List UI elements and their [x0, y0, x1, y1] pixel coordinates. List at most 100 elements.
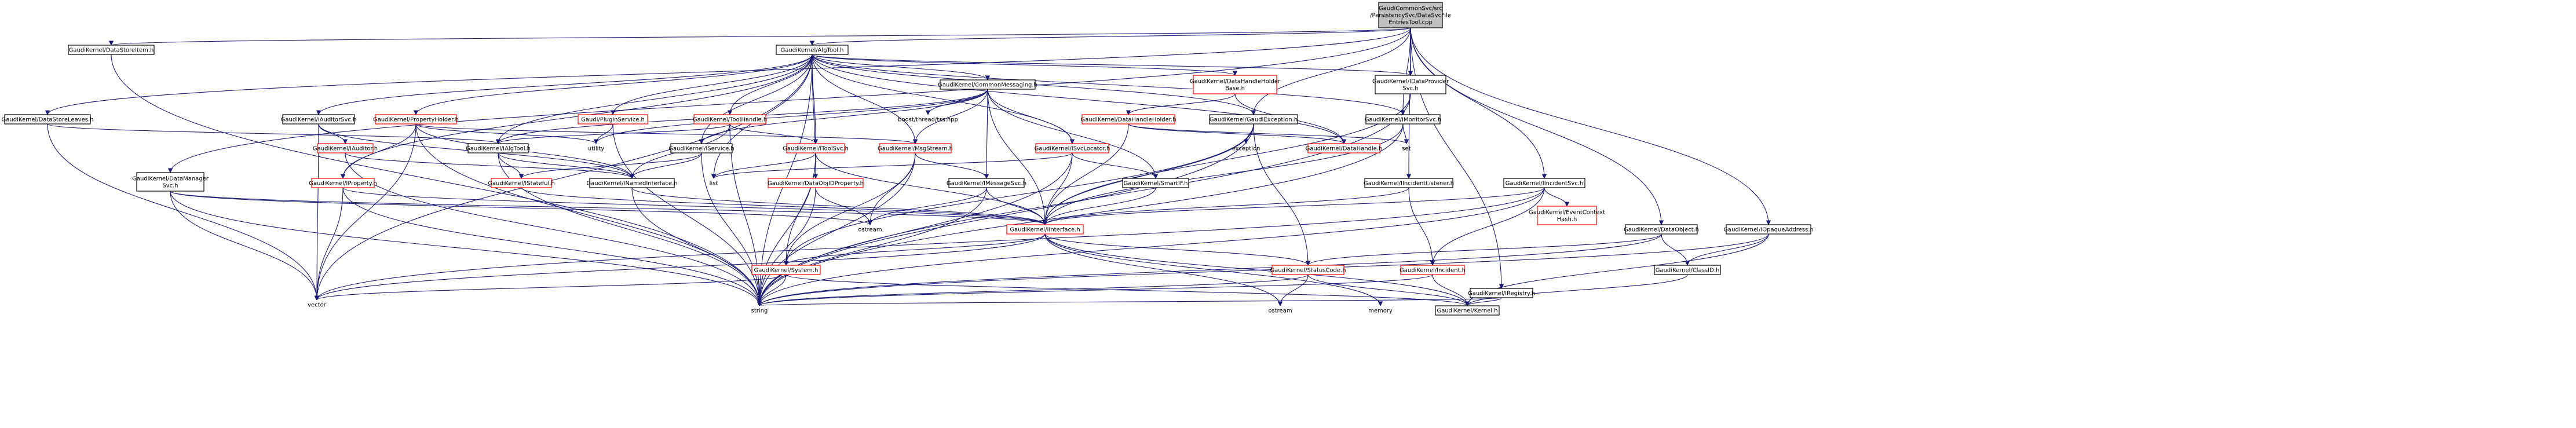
node-box	[940, 79, 1036, 90]
edge-isvclocator-to-list	[714, 152, 1073, 179]
edge-commonmessaging-to-imsgstream	[915, 89, 988, 144]
node-box	[670, 143, 733, 153]
node-iinterface[interactable]: GaudiKernel/IInterface.h	[1006, 224, 1084, 235]
node-smartif[interactable]: GaudiKernel/SmartIF.h	[1122, 178, 1189, 188]
node-imsgstream[interactable]: GaudiKernel/MsgStream.h	[878, 143, 953, 153]
node-datobject[interactable]: GaudiKernel/DataObject.h	[1624, 224, 1699, 235]
edge-datastoreleaves-to-vector	[47, 123, 317, 300]
node-classid[interactable]: GaudiKernel/ClassID.h	[1654, 265, 1721, 275]
edge-classid-to-kernel	[1467, 274, 1688, 306]
node-label: Base.h	[1225, 86, 1245, 92]
node-iauditor[interactable]: GaudiKernel/IAuditor.h	[313, 143, 378, 153]
node-registry[interactable]: GaudiKernel/IRegistry.h	[1468, 288, 1535, 298]
node-label: GaudiKernel/IMonitorSvc.h	[1365, 117, 1441, 123]
node-idataobjproperty[interactable]: GaudiKernel/DataObjIDProperty.h	[768, 178, 864, 188]
node-kernel[interactable]: GaudiKernel/Kernel.h	[1435, 305, 1500, 316]
node-box	[1400, 265, 1465, 275]
node-root[interactable]: GaudiCommonSvc/src/PersistencySvc/DataSv…	[1370, 2, 1451, 28]
edge-iproperty-to-string	[342, 187, 759, 306]
node-label: Gaudi/PluginService.h	[581, 117, 645, 123]
node-box	[4, 114, 91, 125]
edge-root-to-datastoreleaves	[47, 27, 1411, 115]
node-string: string	[751, 308, 768, 314]
node-imessagesvc[interactable]: GaudiKernel/IMessageSvc.h	[947, 178, 1026, 188]
edge-inamedinterface-to-iinterface	[631, 187, 1045, 225]
edge-iservice-to-string	[701, 152, 759, 306]
node-itoolsvc[interactable]: GaudiKernel/IToolSvc.h	[783, 143, 849, 153]
edge-registry-to-string	[759, 297, 1502, 306]
node-datahandleholder[interactable]: GaudiKernel/DataHandleHolder.h	[1081, 114, 1176, 125]
node-label: GaudiKernel/DataObject.h	[1624, 227, 1699, 233]
node-box	[1726, 224, 1811, 235]
node-algtool[interactable]: GaudiKernel/AlgTool.h	[776, 45, 849, 55]
node-toolhandle[interactable]: GaudiKernel/ToolHandle.h	[693, 114, 767, 125]
node-box	[1307, 143, 1380, 153]
node-commonmessaging[interactable]: GaudiKernel/CommonMessaging.h	[938, 79, 1037, 90]
edge-datahandleholder-to-set	[1128, 123, 1406, 144]
node-set: set	[1402, 146, 1411, 152]
node-label: ostream	[858, 227, 882, 233]
edge-root-to-datastoreitem	[111, 27, 1411, 45]
node-box	[68, 45, 155, 55]
edge-algtool-to-datahandle	[812, 54, 1344, 144]
node-imonitorsvc[interactable]: GaudiKernel/IMonitorSvc.h	[1365, 114, 1441, 125]
node-label: vector	[308, 302, 327, 309]
edge-algtool-to-imsgstream	[812, 54, 915, 144]
edge-iincidentlistener-to-iinterface	[1045, 187, 1409, 225]
node-gaudiexception[interactable]: GaudiKernel/GaudiException.h	[1209, 114, 1298, 125]
node-statuscode[interactable]: GaudiKernel/StatusCode.h	[1270, 265, 1346, 275]
node-box	[1625, 224, 1698, 235]
node-box	[282, 114, 355, 125]
node-box	[948, 178, 1025, 188]
node-label: GaudiKernel/DataHandleHolder	[1190, 79, 1281, 85]
edge-datamanagersvc-to-iinterface	[170, 191, 1045, 225]
edge-itoolsvc-to-iinterface	[815, 152, 1045, 225]
edge-toolhandle-to-ialgtool	[498, 123, 730, 144]
edge-statuscode-to-ostream2	[1280, 274, 1309, 306]
node-box	[1654, 265, 1721, 275]
node-datahandle[interactable]: GaudiKernel/DataHandle.h	[1306, 143, 1383, 153]
node-pluginservice[interactable]: Gaudi/PluginService.h	[578, 114, 648, 125]
node-box	[1375, 75, 1446, 94]
node-ialgtool[interactable]: GaudiKernel/IAlgTool.h	[466, 143, 531, 153]
node-inamedinterface[interactable]: GaudiKernel/INamedInterface.h	[586, 178, 678, 188]
node-label: GaudiKernel/IOpaqueAddress.h	[1723, 227, 1814, 233]
node-label: GaudiCommonSvc/src	[1379, 6, 1442, 12]
node-isvclocator[interactable]: GaudiKernel/ISvcLocator.h	[1035, 143, 1110, 153]
node-iservice[interactable]: GaudiKernel/IService.h	[668, 143, 735, 153]
node-auditorsvc[interactable]: GaudiKernel/IAuditorSvc.h	[281, 114, 357, 125]
node-iproperty[interactable]: GaudiKernel/IProperty.h	[309, 178, 377, 188]
node-incident[interactable]: GaudiKernel/Incident.h	[1400, 265, 1466, 275]
node-iincidentlistener[interactable]: GaudiKernel/IIncidentListener.h	[1364, 178, 1454, 188]
edge-imessagesvc-to-ostream	[870, 187, 987, 225]
edge-commonmessaging-to-isvclocator	[987, 89, 1072, 144]
node-label: Hash.h	[1557, 217, 1577, 223]
node-box	[1035, 143, 1109, 153]
node-box	[1378, 2, 1443, 28]
node-box	[768, 178, 864, 188]
node-label: GaudiKernel/System.h	[754, 268, 819, 274]
node-iopaqueaddress[interactable]: GaudiKernel/IOpaqueAddress.h	[1723, 224, 1814, 235]
node-datastoreitem[interactable]: GaudiKernel/DataStoreItem.h	[68, 45, 155, 55]
edge-datamanagersvc-to-vector	[170, 191, 317, 300]
edge-system-to-vector	[317, 274, 787, 301]
node-propertyholder[interactable]: GaudiKernel/PropertyHolder.h	[373, 114, 459, 125]
node-label: GaudiKernel/ToolHandle.h	[693, 117, 767, 123]
node-system[interactable]: GaudiKernel/System.h	[751, 265, 821, 275]
node-iincidentsvc[interactable]: GaudiKernel/IIncidentSvc.h	[1503, 178, 1585, 188]
node-istateful[interactable]: GaudiKernel/IStateful.h	[488, 178, 555, 188]
node-box	[311, 178, 375, 188]
edge-propertyholder-to-vector	[317, 123, 416, 300]
node-box	[1435, 305, 1500, 316]
node-datastoreleaves[interactable]: GaudiKernel/DataStoreLeaves.h	[2, 114, 94, 125]
node-box	[1537, 206, 1597, 225]
node-label: utility	[588, 146, 605, 152]
node-label: GaudiKernel/AlgTool.h	[780, 47, 843, 54]
edge-istateful-to-iinterface	[521, 187, 1045, 225]
edge-datastoreleaves-to-ialgtool	[47, 123, 498, 144]
